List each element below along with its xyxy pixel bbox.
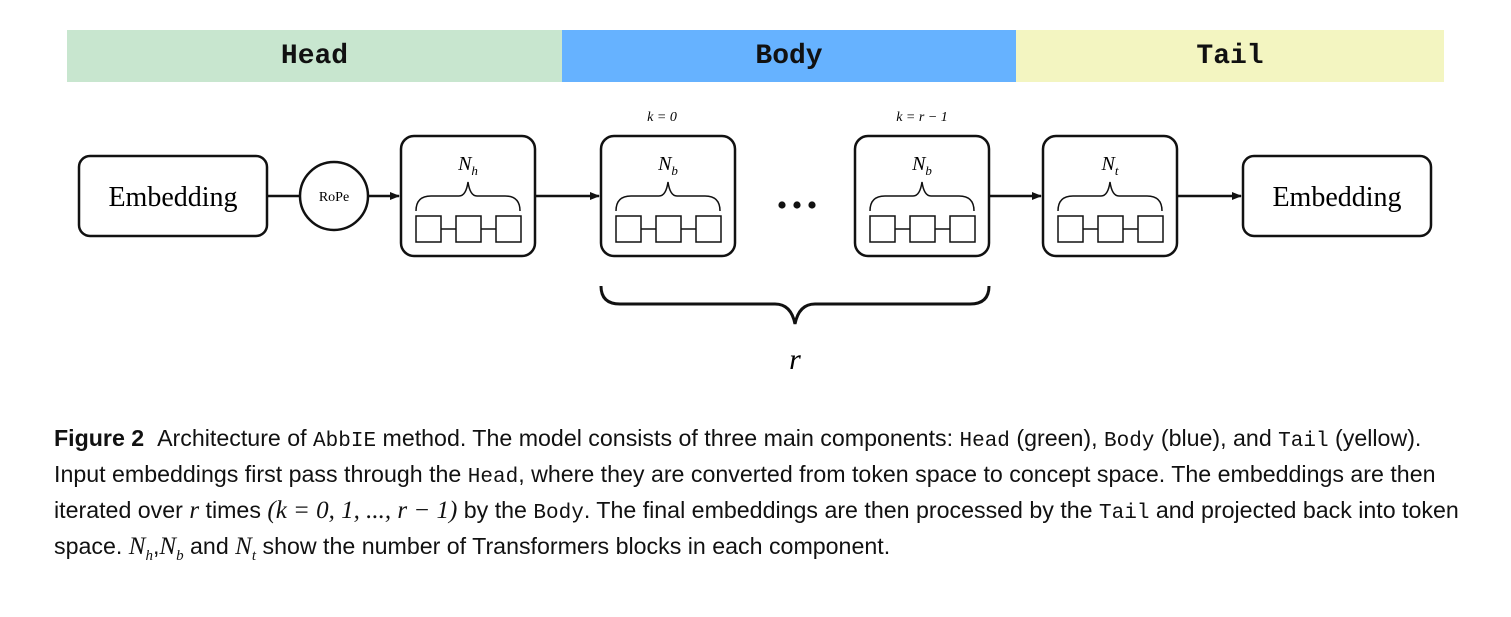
tail-block: Nt	[1041, 134, 1179, 258]
body-first-brace	[615, 181, 721, 212]
figure-label: Figure 2	[54, 425, 145, 451]
caption-text: times	[199, 497, 268, 523]
transformer-layer	[909, 215, 936, 243]
caption-text: and projected back into token space.	[54, 497, 1459, 559]
body-first-iteration-label: k = 0	[647, 110, 677, 125]
transformer-layer	[869, 215, 896, 243]
body-last-count: Nb	[911, 153, 932, 178]
caption-text: (blue), and	[1154, 425, 1279, 451]
head-block-count: Nh	[457, 153, 478, 178]
body-term: Body	[533, 502, 584, 525]
transformer-layer	[415, 215, 442, 243]
tail-block-count: Nt	[1101, 153, 1119, 178]
caption-text: (yellow). Input embeddings first pass th…	[54, 425, 1422, 487]
caption-text: by the	[457, 497, 534, 523]
head-block-brace	[415, 181, 521, 212]
architecture-diagram: Embedding RoPe Nh k = 0 Nb k = r −	[77, 110, 1433, 376]
head-term: Head	[959, 430, 1010, 453]
caption-text: method. The model consists of three main…	[376, 425, 960, 451]
rope-label: RoPe	[319, 190, 349, 205]
head-term: Head	[467, 466, 519, 489]
transformer-layer	[949, 215, 976, 243]
math-nb: Nb	[159, 533, 184, 564]
math-nt: Nt	[235, 533, 257, 564]
body-term: Body	[1104, 430, 1155, 453]
transformer-layer	[1057, 215, 1084, 243]
rope-node: RoPe	[298, 160, 370, 232]
caption-text: , where they are converted from token sp…	[54, 461, 1436, 523]
transformer-layer	[495, 215, 522, 243]
body-last-brace	[869, 181, 975, 212]
figure-caption: Figure 2 Architecture of AbbIE method. T…	[54, 422, 1462, 573]
repeat-count-label: r	[789, 343, 801, 376]
input-embedding-box: Embedding	[77, 154, 269, 238]
math-r: r	[189, 497, 200, 524]
caption-text: . The final embeddings are then processe…	[583, 497, 1100, 523]
math-k-range: (k = 0, 1, ..., r − 1)	[267, 497, 458, 524]
head-band: Head	[67, 30, 562, 82]
tail-band-label: Tail	[1196, 40, 1264, 72]
body-block-last: Nb	[853, 134, 991, 258]
body-band-label: Body	[755, 40, 823, 72]
tail-block-brace	[1057, 181, 1163, 212]
transformer-layer	[1097, 215, 1124, 243]
tail-band: Tail	[1016, 30, 1444, 82]
transformer-layer	[455, 215, 482, 243]
math-nh: Nh	[128, 533, 153, 564]
ellipsis-dots	[778, 201, 816, 209]
body-block-first: Nb	[599, 134, 737, 258]
output-embedding-label: Embedding	[1272, 182, 1401, 213]
repeat-brace	[599, 285, 991, 325]
body-last-iteration-label: k = r − 1	[896, 110, 948, 125]
input-embedding-label: Embedding	[108, 182, 237, 213]
transformer-layer	[615, 215, 642, 243]
caption-text: and	[183, 533, 236, 559]
transformer-layer	[655, 215, 682, 243]
transformer-layer	[695, 215, 722, 243]
caption-text: ,	[152, 533, 160, 559]
transformer-layer	[1137, 215, 1164, 243]
output-embedding-box: Embedding	[1241, 154, 1433, 238]
head-block: Nh	[399, 134, 537, 258]
head-band-label: Head	[280, 40, 349, 72]
tail-term: Tail	[1278, 430, 1329, 453]
caption-text: Architecture of	[157, 425, 314, 451]
caption-text: (green),	[1009, 425, 1104, 451]
method-name: AbbIE	[313, 430, 377, 453]
tail-term: Tail	[1099, 502, 1150, 525]
body-first-count: Nb	[657, 153, 678, 178]
caption-text: show the number of Transformers blocks i…	[256, 533, 891, 559]
body-band: Body	[562, 30, 1016, 82]
